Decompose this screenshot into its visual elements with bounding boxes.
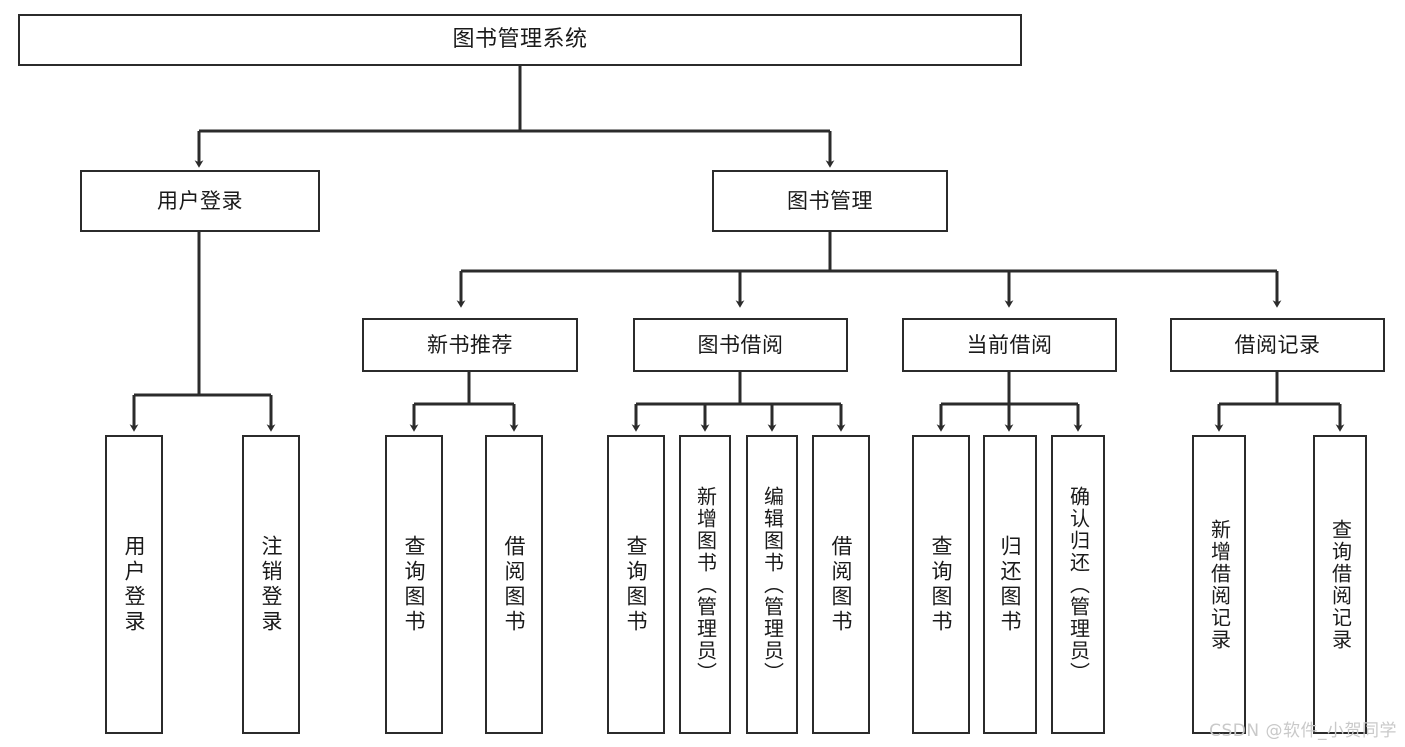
node-borrow-record[interactable]: 借阅记录 xyxy=(1170,318,1385,372)
leaf-current-return-book[interactable]: 归还图书 xyxy=(983,435,1037,734)
leaf-record-add-record[interactable]: 新增借阅记录 xyxy=(1192,435,1246,734)
leaf-borrow-add-book-admin[interactable]: 新增图书（管理员） xyxy=(679,435,731,734)
node-new-book-recommend[interactable]: 新书推荐 xyxy=(362,318,578,372)
node-user-login[interactable]: 用户登录 xyxy=(80,170,320,232)
node-label: 当前借阅 xyxy=(966,332,1053,357)
node-label: 归还图书 xyxy=(998,534,1023,635)
node-label: 图书管理系统 xyxy=(452,27,588,53)
node-book-management[interactable]: 图书管理 xyxy=(712,170,948,232)
node-label: 用户登录 xyxy=(157,188,243,213)
node-label: 借阅图书 xyxy=(829,534,854,635)
leaf-current-query-book[interactable]: 查询图书 xyxy=(912,435,970,734)
leaf-borrow-borrow-book[interactable]: 借阅图书 xyxy=(812,435,870,734)
node-current-borrow[interactable]: 当前借阅 xyxy=(902,318,1117,372)
csdn-watermark: CSDN @软件_小贺同学 xyxy=(1209,721,1397,741)
node-label: 借阅记录 xyxy=(1234,332,1321,357)
node-label: 新书推荐 xyxy=(427,332,513,357)
node-label: 新增借阅记录 xyxy=(1207,518,1232,651)
leaf-user-login[interactable]: 用户登录 xyxy=(105,435,163,734)
leaf-user-logout[interactable]: 注销登录 xyxy=(242,435,300,734)
node-label: 图书管理 xyxy=(787,188,873,213)
node-label: 查询借阅记录 xyxy=(1328,518,1353,651)
node-label: 用户登录 xyxy=(122,534,147,635)
leaf-recommend-query-book[interactable]: 查询图书 xyxy=(385,435,443,734)
node-label: 图书借阅 xyxy=(697,332,784,357)
node-label: 查询图书 xyxy=(929,534,954,635)
node-label: 确认归还（管理员） xyxy=(1066,485,1091,684)
leaf-record-query-record[interactable]: 查询借阅记录 xyxy=(1313,435,1367,734)
leaf-current-confirm-return-admin[interactable]: 确认归还（管理员） xyxy=(1051,435,1105,734)
node-book-borrow[interactable]: 图书借阅 xyxy=(633,318,848,372)
node-label: 借阅图书 xyxy=(502,534,527,635)
leaf-borrow-edit-book-admin[interactable]: 编辑图书（管理员） xyxy=(746,435,798,734)
node-label: 新增图书（管理员） xyxy=(693,485,718,684)
node-label: 注销登录 xyxy=(259,534,284,635)
node-root-system[interactable]: 图书管理系统 xyxy=(18,14,1022,66)
leaf-borrow-query-book[interactable]: 查询图书 xyxy=(607,435,665,734)
leaf-recommend-borrow-book[interactable]: 借阅图书 xyxy=(485,435,543,734)
node-label: 查询图书 xyxy=(402,534,427,635)
node-label: 查询图书 xyxy=(624,534,649,635)
node-label: 编辑图书（管理员） xyxy=(760,485,785,684)
